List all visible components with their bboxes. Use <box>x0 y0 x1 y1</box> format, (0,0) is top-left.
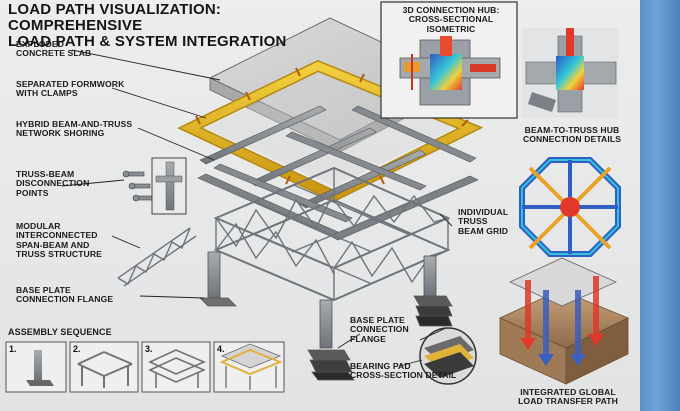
assembly-step-2: 2. <box>73 344 81 354</box>
decorative-blue-strip <box>640 0 680 411</box>
integrated-load-path <box>499 257 629 385</box>
bearing-pad-detail <box>419 327 477 385</box>
octagon-lattice <box>519 157 621 257</box>
assembly-step-3: 3. <box>145 344 153 354</box>
beam-to-truss-hub <box>522 28 618 118</box>
label-shoring: HYBRID BEAM-AND-TRUSS NETWORK SHORING <box>16 119 133 139</box>
page-title: LOAD PATH VISUALIZATION: COMPREHENSIVE L… <box>8 1 287 51</box>
label-formwork: SEPARATED FORMWORK WITH CLAMPS <box>16 79 125 99</box>
loose-truss-beam <box>117 227 197 287</box>
label-base-plate-left: BASE PLATE CONNECTION FLANGE <box>16 285 114 305</box>
disconnection-inset <box>151 157 187 215</box>
label-disconnection: TRUSS-BEAM DISCONNECTION POINTS <box>16 169 90 198</box>
formwork-frame <box>177 59 484 203</box>
truss-grid <box>213 166 451 302</box>
disconnection-bolts <box>122 170 153 202</box>
leader-lines <box>61 49 453 367</box>
label-individual-truss: INDIVIDUAL TRUSS BEAM GRID <box>458 207 509 236</box>
label-base-plate-center: BASE PLATE CONNECTION FLANGE <box>350 315 409 344</box>
shoring-posts <box>199 251 453 381</box>
label-integrated: INTEGRATED GLOBAL LOAD TRANSFER PATH <box>518 387 618 407</box>
label-bearing-pad: BEARING PAD CROSS-SECTION DETAIL <box>350 361 457 381</box>
label-exploded-slab: EXPLODED CONCRETE SLAB <box>16 39 92 59</box>
label-modular: MODULAR INTERCONNECTED SPAN-BEAM AND TRU… <box>16 221 103 259</box>
assembly-step-4: 4. <box>217 344 225 354</box>
label-hub-title: 3D CONNECTION HUB: CROSS-SECTIONAL ISOME… <box>402 5 500 34</box>
label-beam-to-truss: BEAM-TO-TRUSS HUB CONNECTION DETAILS <box>522 125 622 145</box>
assembly-heading: ASSEMBLY SEQUENCE <box>8 327 112 337</box>
connection-hub-box <box>380 1 518 119</box>
assembly-frames <box>5 341 285 393</box>
assembly-step-1: 1. <box>9 344 17 354</box>
